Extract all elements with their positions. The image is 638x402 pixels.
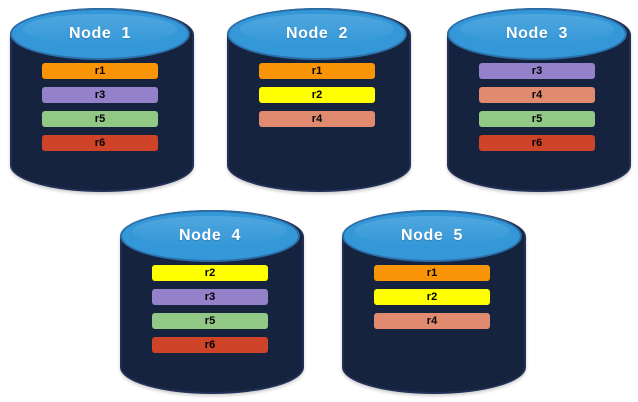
replica-bar-list: r1 r2 r4 [342, 265, 522, 329]
replica-bar-r2[interactable]: r2 [152, 265, 268, 281]
replica-bar-r5[interactable]: r5 [152, 313, 268, 329]
node-label: Node 3 [506, 25, 568, 42]
replica-bar-list: r1 r3 r5 r6 [10, 63, 190, 151]
replica-bar-r5[interactable]: r5 [42, 111, 158, 127]
node-cylinder-2[interactable]: Node 2 r1 r2 r4 [227, 8, 411, 192]
replica-bar-r2[interactable]: r2 [259, 87, 375, 103]
node-cylinder-5[interactable]: Node 5 r1 r2 r4 [342, 210, 526, 394]
node-cylinder-1[interactable]: Node 1 r1 r3 r5 r6 [10, 8, 194, 192]
replica-bar-r4[interactable]: r4 [479, 87, 595, 103]
replica-bar-r5[interactable]: r5 [479, 111, 595, 127]
replica-bar-r1[interactable]: r1 [259, 63, 375, 79]
node-label: Node 5 [401, 227, 463, 244]
replica-bar-r1[interactable]: r1 [42, 63, 158, 79]
replica-bar-list: r1 r2 r4 [227, 63, 407, 127]
replica-bar-r2[interactable]: r2 [374, 289, 490, 305]
replica-bar-r6[interactable]: r6 [152, 337, 268, 353]
node-label: Node 1 [69, 25, 131, 42]
replica-bar-r6[interactable]: r6 [42, 135, 158, 151]
replica-bar-r1[interactable]: r1 [374, 265, 490, 281]
node-label: Node 2 [286, 25, 348, 42]
replica-bar-r3[interactable]: r3 [479, 63, 595, 79]
node-label: Node 4 [179, 227, 241, 244]
replica-bar-r6[interactable]: r6 [479, 135, 595, 151]
replica-bar-r4[interactable]: r4 [259, 111, 375, 127]
replica-bar-r3[interactable]: r3 [42, 87, 158, 103]
replica-bar-list: r3 r4 r5 r6 [447, 63, 627, 151]
node-cylinder-3[interactable]: Node 3 r3 r4 r5 r6 [447, 8, 631, 192]
replica-bar-r3[interactable]: r3 [152, 289, 268, 305]
replica-bar-r4[interactable]: r4 [374, 313, 490, 329]
replica-bar-list: r2 r3 r5 r6 [120, 265, 300, 353]
node-cylinder-4[interactable]: Node 4 r2 r3 r5 r6 [120, 210, 304, 394]
